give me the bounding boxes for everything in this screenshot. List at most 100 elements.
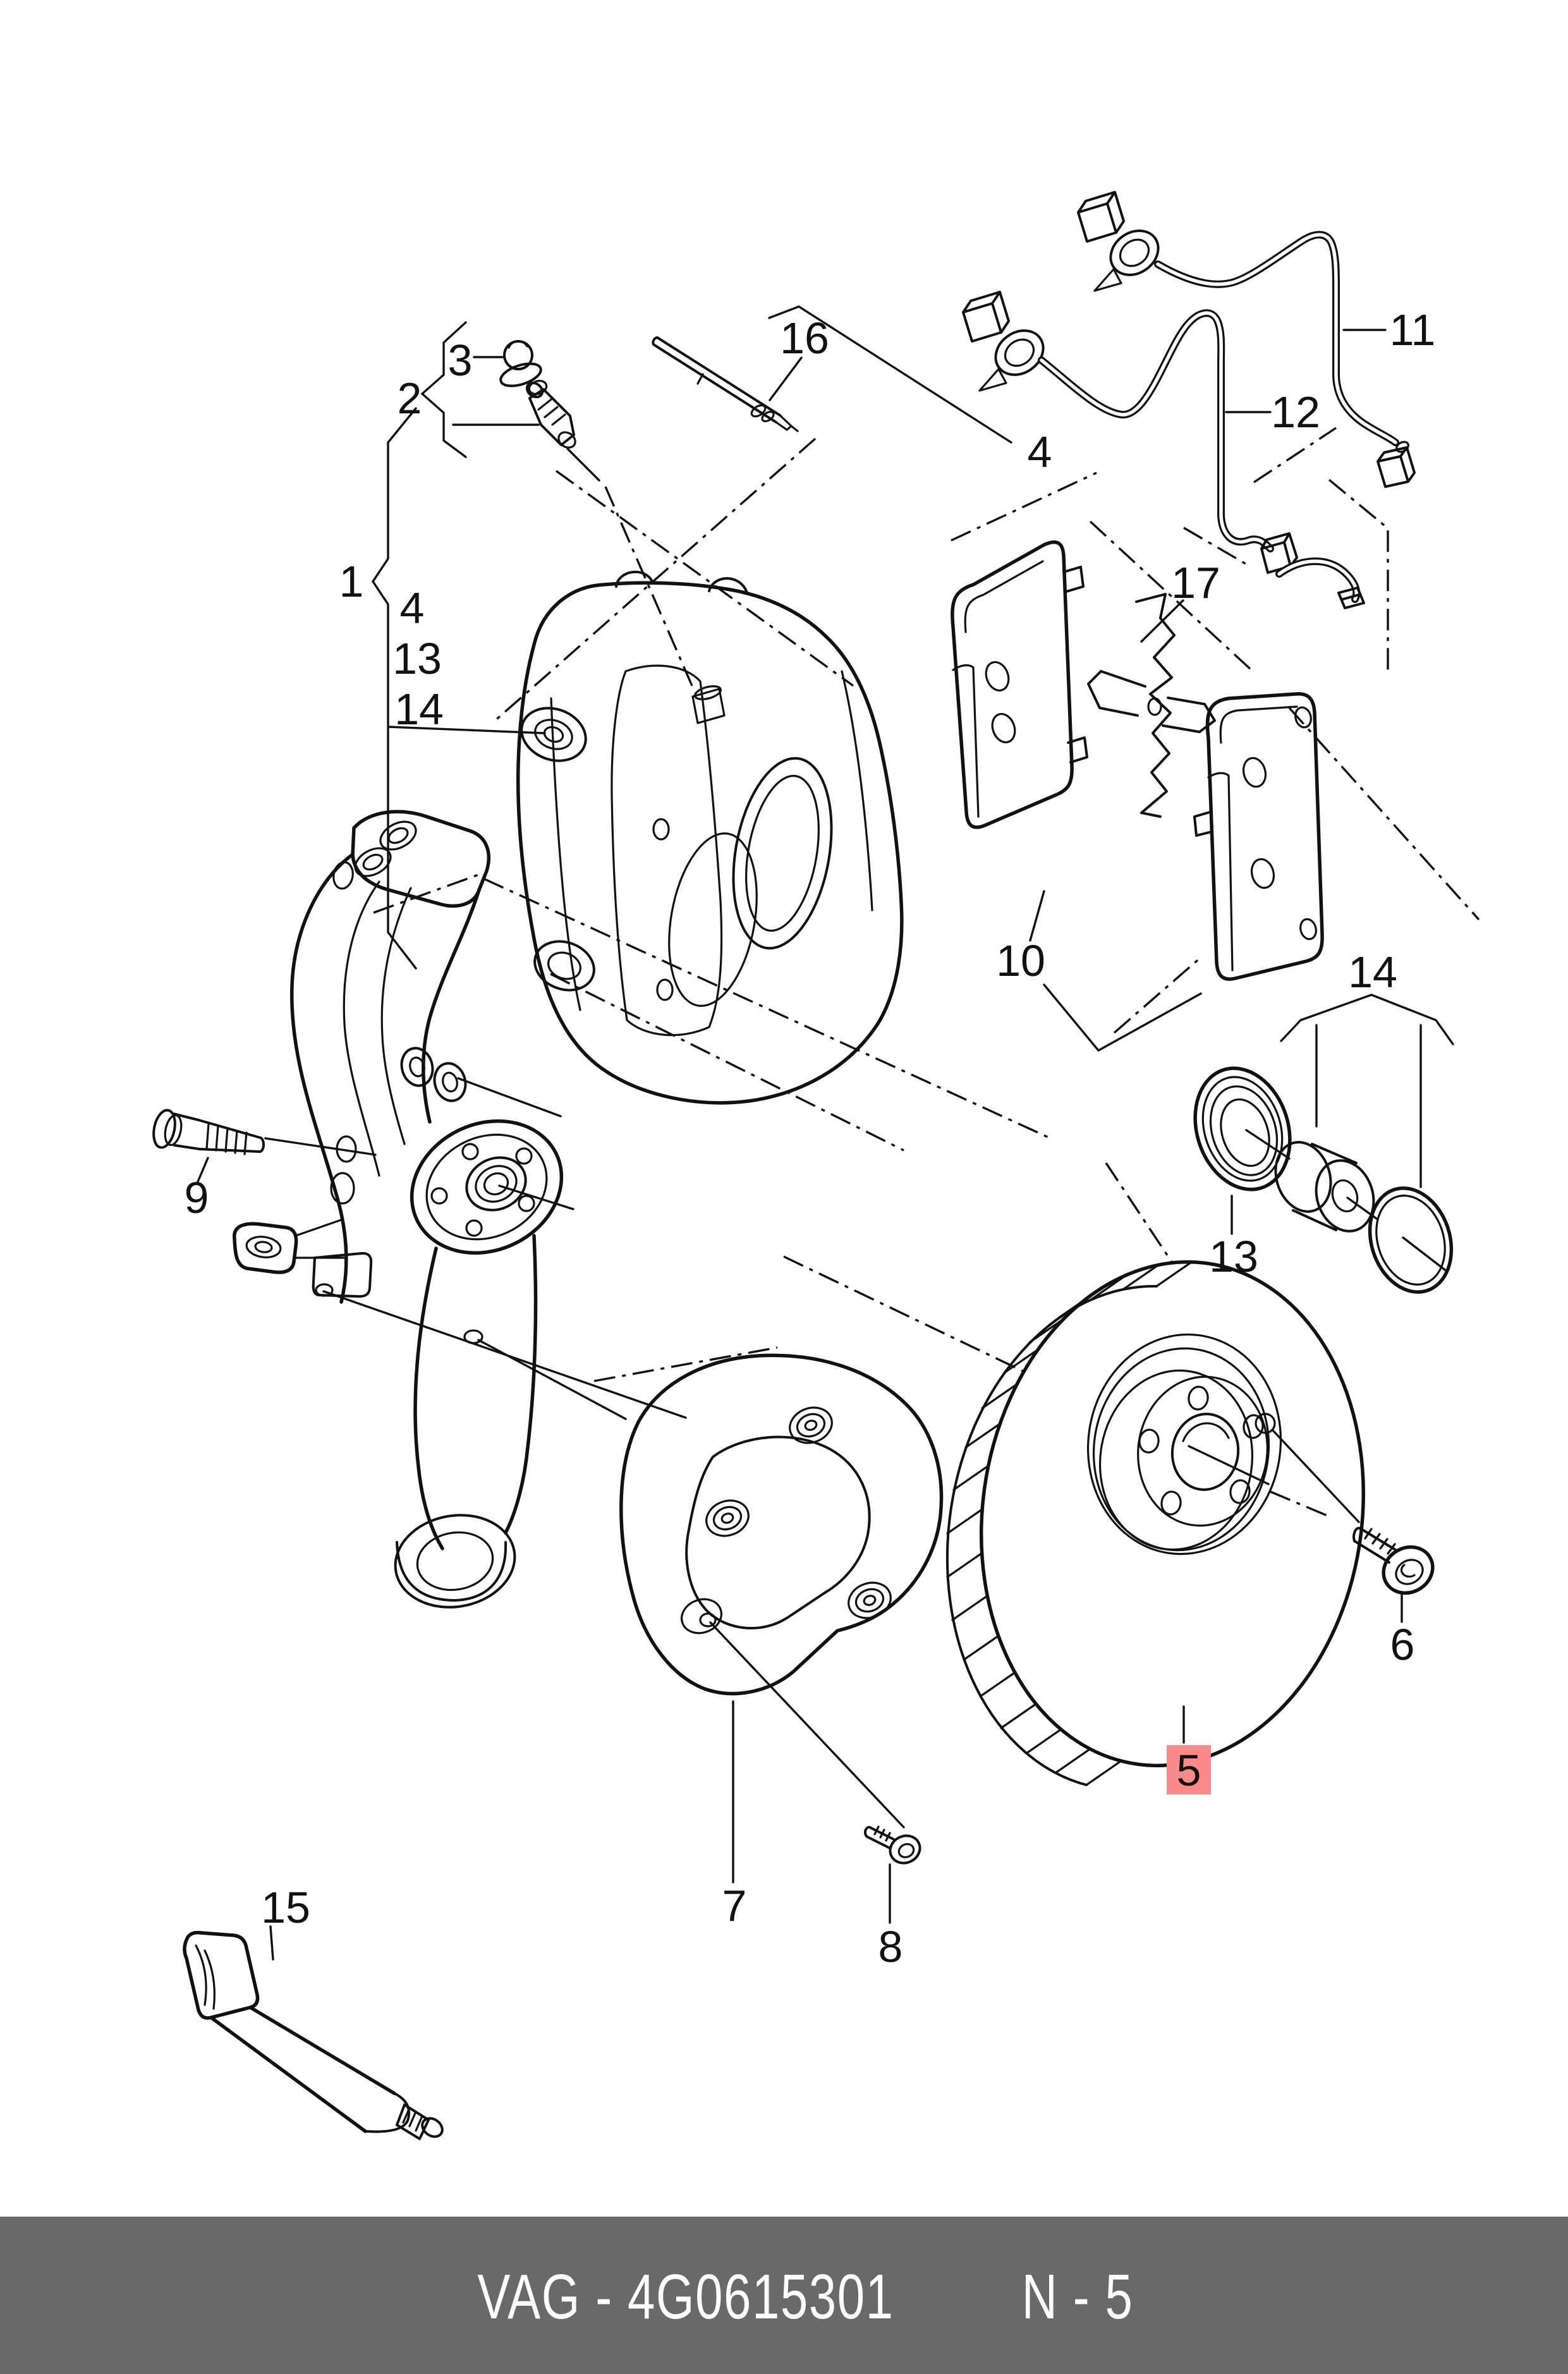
rivet-ring <box>712 1506 743 1531</box>
piston-face <box>1315 1159 1375 1233</box>
pad-hole <box>1242 757 1267 788</box>
valve-ribs <box>537 398 566 426</box>
leader-lines <box>196 305 1454 1961</box>
plug-grommet <box>994 329 1045 376</box>
pad-left-backplate <box>952 560 1044 818</box>
callout-8: 8 <box>878 1922 903 1971</box>
piston-seal-kit <box>1193 1066 1454 1294</box>
callout-4-group: 4 <box>400 583 425 633</box>
dust-seal-ring <box>1209 1085 1279 1176</box>
caliper-piston <box>1274 1141 1375 1233</box>
caliper-mount-boss <box>442 1071 458 1093</box>
callout-12: 12 <box>1271 387 1320 437</box>
cap-brim <box>499 362 542 387</box>
callout-1: 1 <box>339 557 364 606</box>
callout-10: 10 <box>996 936 1045 985</box>
disc-lug-hole <box>1243 1414 1264 1439</box>
rivet-ring <box>848 1581 892 1619</box>
callout-2: 2 <box>398 374 422 423</box>
pointer-hub-center <box>498 1184 574 1210</box>
hub-bore <box>465 1156 527 1212</box>
knuckle-lower-left <box>413 1246 444 1550</box>
rivet-ring <box>863 1595 877 1606</box>
lug-hole <box>461 1143 479 1160</box>
plug-grommet <box>1109 229 1160 276</box>
disc-outer-rim <box>979 1260 1366 1768</box>
bracket-4 <box>768 305 1012 444</box>
shield-rivet <box>848 1581 892 1619</box>
callout-5: 5 <box>1177 1746 1201 1795</box>
caliper-mount-boss <box>409 1056 425 1078</box>
clamp-hole <box>354 847 392 877</box>
wear-sensor-wires <box>962 191 1416 609</box>
clamp-hole <box>379 820 417 851</box>
shield-mount-boss <box>681 1598 722 1634</box>
disc-lug-hole <box>1188 1385 1209 1411</box>
axis-line <box>783 1255 1024 1373</box>
knuckle-clamp <box>351 810 490 908</box>
bracket-10 <box>1029 890 1202 1052</box>
leader-valve-to-caliper <box>566 447 600 482</box>
mount-ear-ring <box>543 726 564 743</box>
rivet-ring <box>854 1588 885 1613</box>
callout-6: 6 <box>1390 1620 1415 1669</box>
axis-line <box>1288 707 1480 921</box>
sensor-wire-12 <box>1038 309 1274 552</box>
footer-background <box>0 2217 1568 2374</box>
knuckle-arm <box>233 1222 298 1274</box>
pointer-disc-bore <box>1188 1445 1270 1485</box>
arm-links <box>293 1219 346 1259</box>
arm-hole <box>245 1236 282 1258</box>
callout-9: 9 <box>185 1173 209 1222</box>
disc-hat-ring <box>1098 1369 1254 1551</box>
brake-pads <box>951 540 1324 981</box>
sensor-wire-11-core <box>1156 233 1397 444</box>
axis-line <box>604 486 693 686</box>
bolt-flange <box>152 1109 176 1149</box>
pointer-piston <box>1346 1196 1378 1220</box>
axis-line <box>373 874 1050 1139</box>
highlighted-callout-5: 5 <box>1167 1745 1211 1795</box>
piston-bore-inner <box>745 774 820 932</box>
plug-wing <box>978 368 1007 392</box>
pin-collar <box>750 404 767 418</box>
axis-line <box>556 470 854 687</box>
sensor-connector-box <box>1377 446 1416 488</box>
dust-seal <box>1193 1066 1292 1191</box>
bracket-1 <box>371 407 417 970</box>
rivet-ring <box>804 1420 818 1431</box>
callout-13-group: 13 <box>392 634 442 683</box>
piston-bore-rear <box>668 832 758 1007</box>
plug-grommet-inner <box>1119 238 1150 267</box>
callout-11: 11 <box>1390 305 1436 355</box>
leader-1-to-caliper <box>388 726 546 734</box>
screw-head <box>889 1834 921 1865</box>
knuckle-body-left <box>290 853 355 1304</box>
hub-bore <box>483 1172 509 1196</box>
hub-flange-inner <box>425 1133 548 1241</box>
caliper-hole <box>656 978 674 1001</box>
construction-lines <box>373 427 1480 1518</box>
disc-lug-hole <box>1229 1479 1251 1504</box>
shield-mount-hole <box>699 1612 717 1628</box>
caliper-hole <box>652 818 670 841</box>
screw-socket-detail <box>1400 1564 1416 1578</box>
knuckle-foot <box>396 1541 507 1602</box>
bolt-threads <box>205 1123 248 1155</box>
caliper-mount-boss <box>433 1062 467 1102</box>
tube-crimp-fold <box>195 1944 216 2010</box>
hub-flange <box>410 1119 564 1255</box>
plug-box <box>1077 191 1125 243</box>
axis-line <box>1270 1490 1331 1518</box>
shield-rivet <box>705 1499 750 1537</box>
callout-3: 3 <box>448 336 473 385</box>
axis-line <box>951 472 1097 542</box>
pin-shaft <box>652 336 781 423</box>
disc-vent-ticks <box>946 1261 1193 1786</box>
pad-left <box>951 540 1074 829</box>
retainer-spring <box>1087 593 1216 818</box>
caliper-detail-lines <box>550 670 873 1011</box>
nozzle-ribs <box>402 2107 423 2132</box>
shield-cutout <box>685 1435 871 1629</box>
caliper-bridge-bumps <box>615 570 748 594</box>
